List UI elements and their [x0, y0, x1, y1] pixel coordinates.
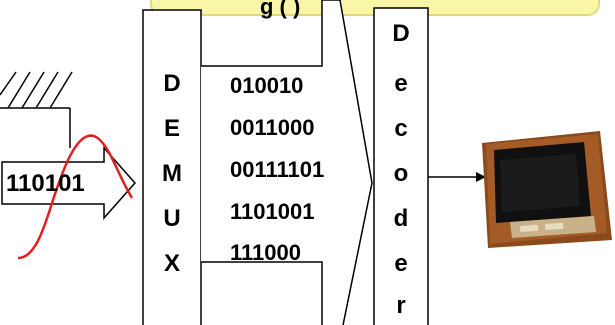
demux-letter: D [163, 70, 181, 97]
code-line: 010010 [230, 73, 304, 98]
demux-letter: E [163, 115, 180, 142]
decoder-box [373, 7, 429, 325]
decoder-letter: r [396, 292, 406, 319]
demux-letter: M [162, 160, 182, 187]
tv-icon [482, 131, 612, 248]
code-line: 111000 [230, 240, 301, 265]
decoder-letter: e [394, 70, 408, 97]
demux-letter: X [163, 250, 180, 277]
code-line: 1101001 [230, 199, 315, 224]
bus-arrow [201, 0, 373, 325]
decoder-letter: o [393, 160, 409, 187]
output-arrow [428, 172, 486, 182]
code-line: 00111101 [230, 157, 325, 182]
antenna-ground-icon [0, 71, 73, 148]
input-bits: 110101 [6, 170, 85, 197]
input-arrow [1, 146, 137, 220]
decoder-letter: D [392, 20, 410, 47]
demux-letter: U [163, 205, 181, 232]
code-line: 0011000 [230, 115, 315, 140]
decoder-letter: c [394, 115, 408, 142]
banner-title: g ( ) [260, 0, 301, 19]
decoder-letter: d [393, 205, 409, 232]
demux-box [142, 9, 202, 325]
signal-wave [17, 134, 134, 260]
decoder-letter: e [394, 250, 408, 277]
